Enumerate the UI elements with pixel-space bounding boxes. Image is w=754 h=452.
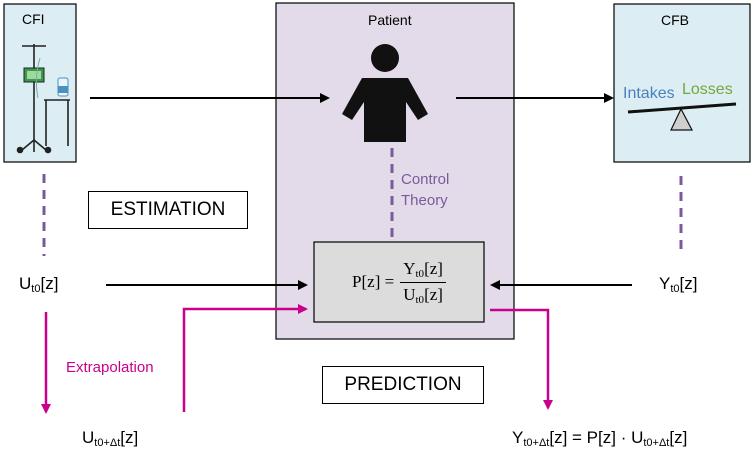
estimation-label: ESTIMATION <box>110 199 226 220</box>
y-future-equation: Yt0+Δt[z] = P[z] · Ut0+Δt[z] <box>512 428 688 449</box>
intakes-label: Intakes <box>623 85 675 102</box>
cfi-label: CFI <box>22 11 45 27</box>
transfer-function-formula: P[z] = Yt0[z] Ut0[z] <box>314 242 484 322</box>
patient-figure-icon <box>342 44 428 142</box>
estimation-box: ESTIMATION <box>88 191 248 229</box>
prediction-box: PREDICTION <box>322 366 484 404</box>
control-theory-label-2: Theory <box>401 192 448 209</box>
formula-box <box>313 241 485 323</box>
extrapolation-label: Extrapolation <box>66 359 154 376</box>
patient-label: Patient <box>368 12 412 28</box>
u-future-label: Ut0+Δt[z] <box>82 428 139 449</box>
arrow-future-input <box>182 304 308 412</box>
y-t0-label: Yt0[z] <box>659 274 698 295</box>
u-t0-label: Ut0[z] <box>19 274 59 295</box>
arrow-prediction-output <box>490 308 553 410</box>
prediction-label: PREDICTION <box>344 374 462 395</box>
cfb-box <box>613 3 751 163</box>
formula-lhs: P[z] = <box>352 272 395 291</box>
control-theory-label-1: Control <box>401 171 450 188</box>
balance-scale-icon <box>627 102 737 131</box>
cfb-label: CFB <box>661 12 689 28</box>
iv-stand-icon <box>16 44 70 154</box>
formula-denominator: Ut0[z] <box>403 284 443 306</box>
formula-numerator: Yt0[z] <box>400 259 446 283</box>
formula-fraction: Yt0[z] Ut0[z] <box>400 259 446 306</box>
losses-label: Losses <box>682 81 733 98</box>
